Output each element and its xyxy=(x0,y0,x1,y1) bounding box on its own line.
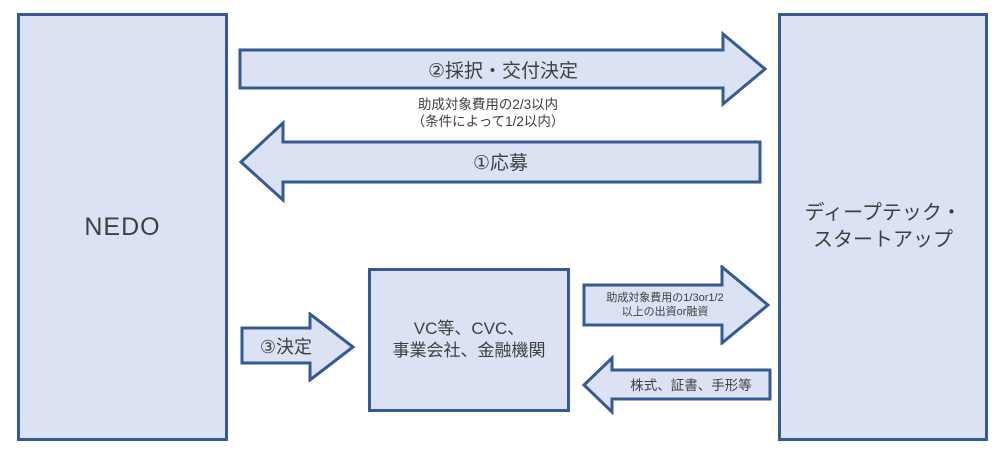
startup-label: ディープテック・ スタートアップ xyxy=(805,200,962,254)
subsidy-note-line1: 助成対象費用の2/3以内 xyxy=(417,97,559,112)
nedo-box: NEDO xyxy=(17,13,228,441)
application-arrow: ①応募 xyxy=(239,120,762,203)
left-arrow-icon xyxy=(582,355,772,415)
subsidy-note: 助成対象費用の2/3以内 （条件によって1/2以内） xyxy=(378,96,598,130)
securities-arrow-label: 株式、証書、手形等 xyxy=(630,378,752,393)
decision-arrow-label: ③決定 xyxy=(259,336,313,357)
adoption-arrow: ②採択・交付決定 xyxy=(238,31,768,107)
investment-arrow: 助成対象費用の1/3or1/2 以上の出資or融資 xyxy=(582,265,770,345)
investment-arrow-label-line2: 以上の出資or融資 xyxy=(621,306,709,318)
decision-arrow: ③決定 xyxy=(240,312,355,382)
intermediaries-label: VC等、CVC、 事業会社、金融機関 xyxy=(393,318,546,362)
right-arrow-icon xyxy=(240,312,355,382)
application-arrow-label: ①応募 xyxy=(472,153,529,174)
intermediaries-label-line1: VC等、CVC、 xyxy=(413,319,525,338)
intermediaries-box: VC等、CVC、 事業会社、金融機関 xyxy=(368,268,570,412)
right-arrow-icon xyxy=(238,31,768,107)
securities-arrow: 株式、証書、手形等 xyxy=(582,355,772,415)
left-arrow-icon xyxy=(239,120,762,203)
nedo-label: NEDO xyxy=(84,212,161,241)
subsidy-note-line2: （条件によって1/2以内） xyxy=(411,114,565,129)
startup-label-line1: ディープテック・ xyxy=(804,202,962,224)
startup-box: ディープテック・ スタートアップ xyxy=(778,13,988,441)
startup-label-line2: スタートアップ xyxy=(813,229,953,251)
intermediaries-label-line2: 事業会社、金融機関 xyxy=(392,341,546,360)
adoption-arrow-label: ②採択・交付決定 xyxy=(427,60,579,82)
investment-arrow-label-line1: 助成対象費用の1/3or1/2 xyxy=(606,292,724,304)
investment-arrow-label: 助成対象費用の1/3or1/2 以上の出資or融資 xyxy=(584,265,746,345)
right-arrow-icon xyxy=(582,265,770,345)
